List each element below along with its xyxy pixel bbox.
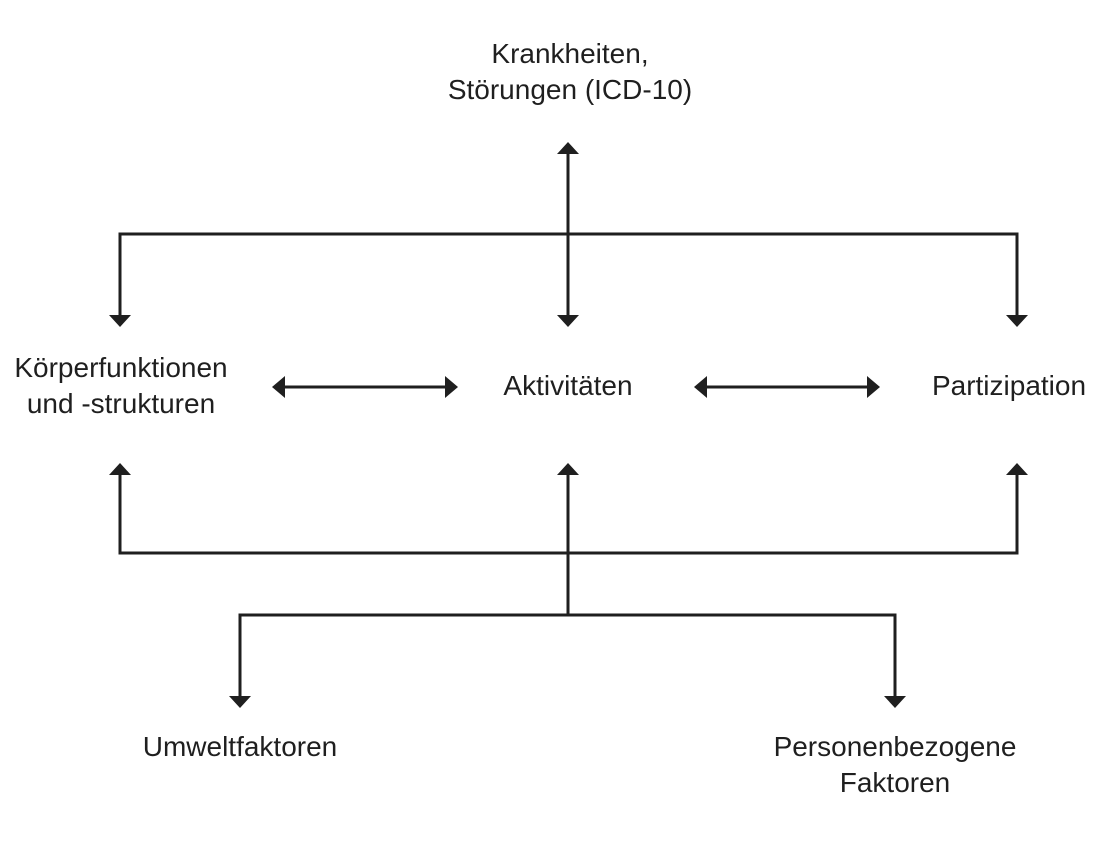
body-functions-line1: Körperfunktionen xyxy=(14,352,228,383)
node-personal-factors: Personenbezogene Faktoren xyxy=(740,729,1050,801)
arrow-activities-participation xyxy=(694,376,880,398)
upper-bracket xyxy=(109,232,1028,327)
health-condition-line2: Störungen (ICD-10) xyxy=(447,74,693,105)
health-condition-line1: Krankheiten, xyxy=(491,38,649,69)
personal-factors-line1: Personenbezogene xyxy=(773,731,1017,762)
activities-label: Aktivitäten xyxy=(503,370,633,401)
node-activities: Aktivitäten xyxy=(468,368,668,404)
environmental-factors-label: Umweltfaktoren xyxy=(142,731,338,762)
participation-label: Partizipation xyxy=(931,370,1087,401)
lower-bracket xyxy=(109,463,1028,615)
node-body-functions: Körperfunktionen und -strukturen xyxy=(0,350,242,422)
node-participation: Partizipation xyxy=(918,368,1100,404)
personal-factors-line2: Faktoren xyxy=(839,767,951,798)
node-health-condition: Krankheiten, Störungen (ICD-10) xyxy=(400,36,740,108)
bottom-bracket xyxy=(229,613,906,708)
arrow-body-activities xyxy=(272,376,458,398)
node-environmental-factors: Umweltfaktoren xyxy=(110,729,370,765)
body-functions-line2: und -strukturen xyxy=(26,388,216,419)
